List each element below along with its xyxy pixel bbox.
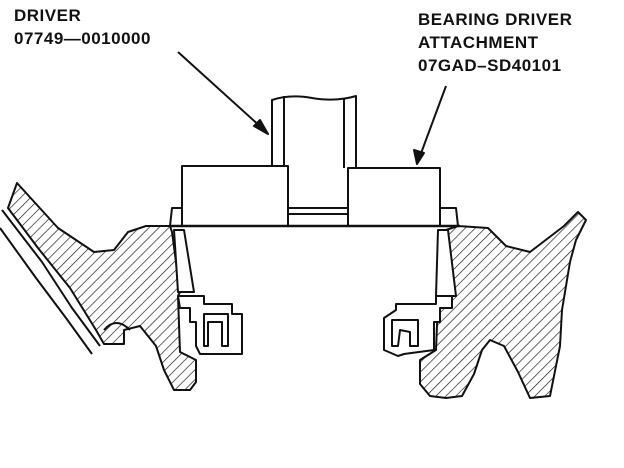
left-housing-outline-inner (0, 227, 93, 355)
driver-name-label: DRIVER (14, 6, 82, 25)
attachment-leader-arrow (413, 149, 425, 165)
attachment-name-line1: BEARING DRIVER (418, 10, 573, 29)
driver-part-number-label: 07749—0010000 (14, 29, 151, 48)
attachment-callout: BEARING DRIVER ATTACHMENT 07GAD–SD40101 (418, 8, 572, 77)
attachment-part-number-label: 07GAD–SD40101 (418, 56, 562, 75)
driver-handle (271, 95, 357, 168)
driver-leader-arrow (253, 119, 269, 135)
left-pilot-taper (173, 229, 195, 293)
left-housing-section (7, 182, 197, 391)
attachment-name-line2: ATTACHMENT (418, 33, 539, 52)
left-housing-outline-outer (1, 209, 101, 347)
attachment-bridge (288, 207, 348, 215)
left-housing-bore-edge (103, 322, 131, 331)
right-housing-section (419, 211, 587, 399)
driver-leader-line (177, 51, 263, 129)
left-bearing-seal (177, 295, 243, 355)
right-pilot-taper (435, 229, 457, 297)
attachment-shoulders (169, 207, 459, 227)
right-attachment-block (347, 167, 441, 227)
left-attachment-block (181, 165, 289, 227)
attachment-leader-line (419, 85, 447, 157)
driver-callout: DRIVER 07749—0010000 (14, 4, 151, 50)
